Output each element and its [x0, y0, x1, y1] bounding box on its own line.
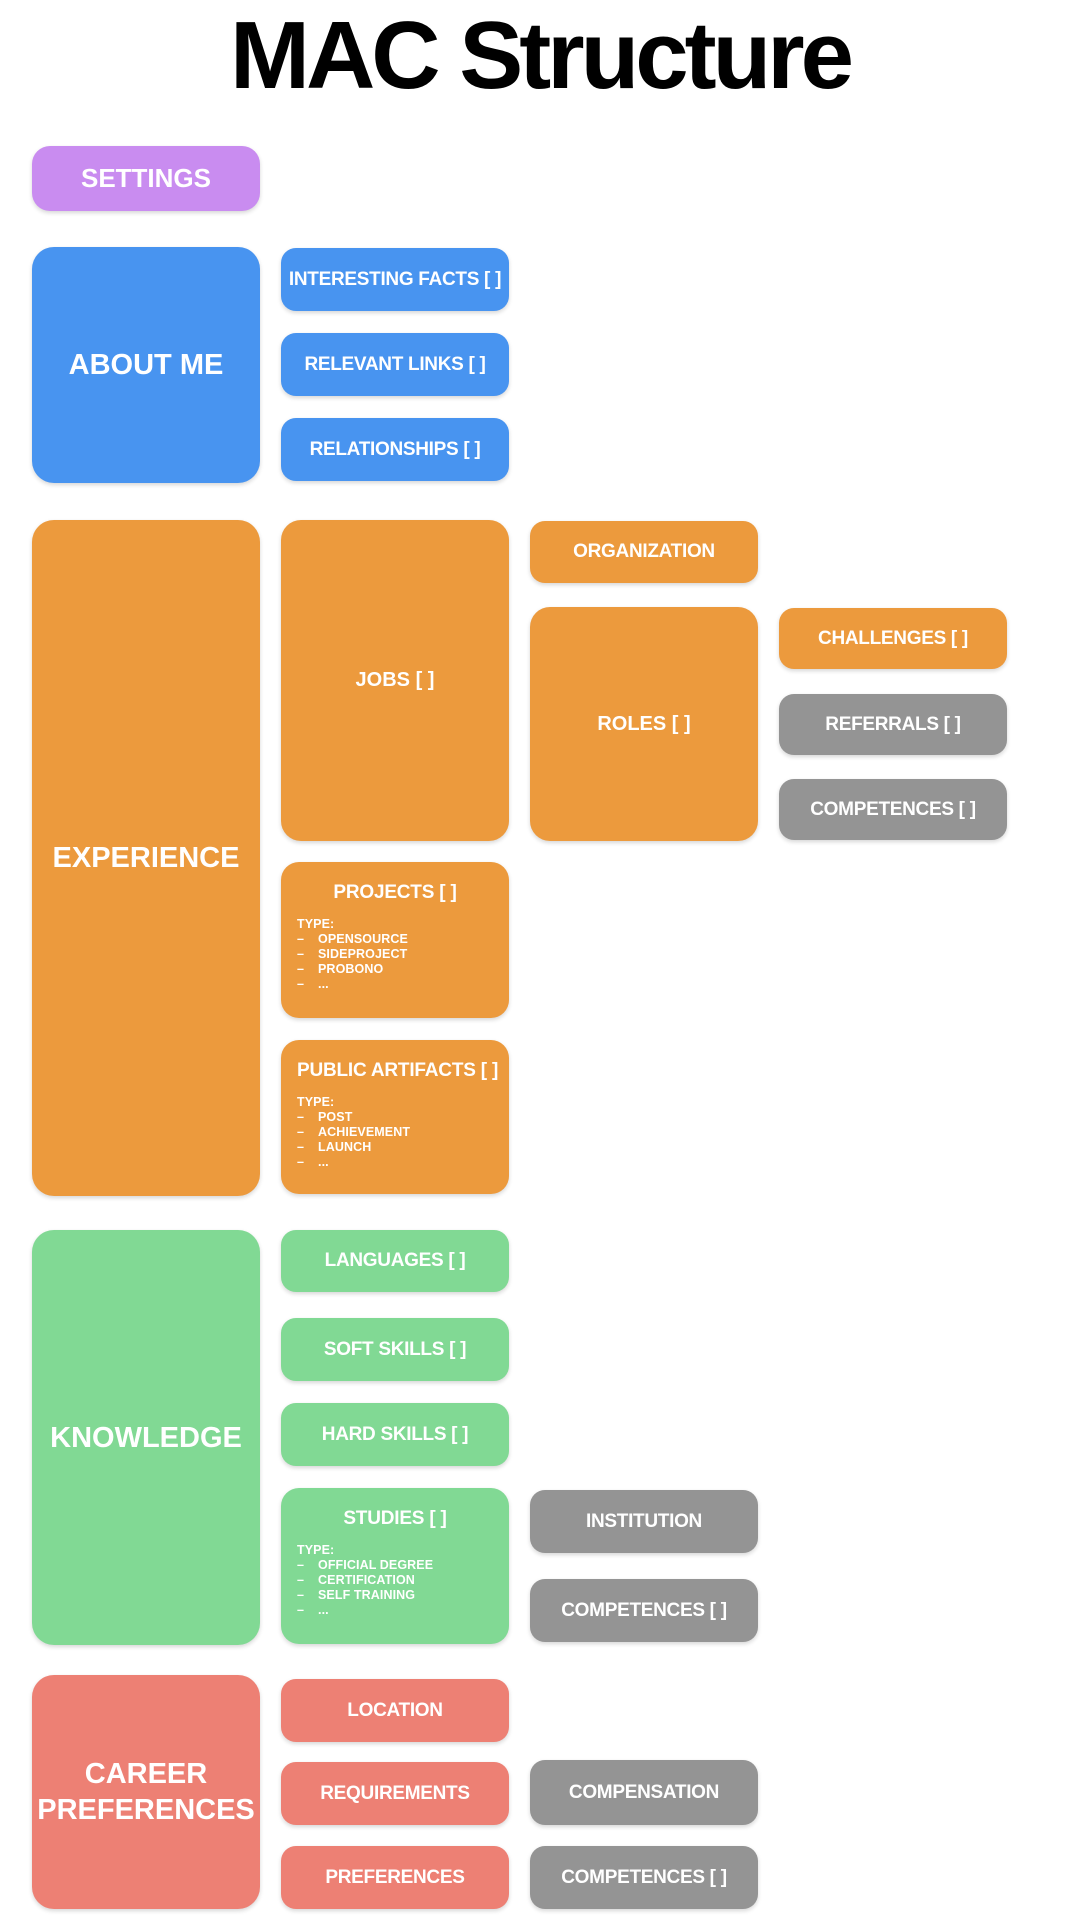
- type-label: TYPE:: [297, 1543, 335, 1557]
- node-public-artifacts-label: PUBLIC ARTIFACTS [ ]: [297, 1060, 499, 1081]
- node-projects-label: PROJECTS [ ]: [333, 882, 457, 903]
- node-preferences-label: PREFERENCES: [325, 1866, 465, 1888]
- node-soft-skills: SOFT SKILLS [ ]: [281, 1318, 509, 1381]
- node-requirements-label: REQUIREMENTS: [320, 1782, 470, 1804]
- type-label: TYPE:: [297, 1095, 335, 1109]
- type-label: TYPE:: [297, 917, 335, 931]
- node-location: LOCATION: [281, 1679, 509, 1742]
- node-studies-type-list: TYPE: OFFICIAL DEGREE CERTIFICATION SELF…: [297, 1543, 493, 1618]
- node-organization: ORGANIZATION: [530, 521, 758, 583]
- node-competences-career-label: COMPETENCES [ ]: [561, 1866, 727, 1888]
- node-institution: INSTITUTION: [530, 1490, 758, 1553]
- type-item: SIDEPROJECT: [297, 947, 493, 962]
- node-experience-label: EXPERIENCE: [52, 842, 240, 874]
- node-referrals-label: REFERRALS [ ]: [825, 713, 961, 735]
- type-item: SELF TRAINING: [297, 1588, 493, 1603]
- type-item: PROBONO: [297, 962, 493, 977]
- node-public-artifacts: PUBLIC ARTIFACTS [ ] TYPE: POST ACHIEVEM…: [281, 1040, 509, 1194]
- node-jobs-label: JOBS [ ]: [355, 669, 435, 691]
- type-item: ...: [297, 1155, 493, 1170]
- node-studies-label: STUDIES [ ]: [343, 1508, 447, 1529]
- node-career-preferences-label: CAREER PREFERENCES: [37, 1758, 255, 1826]
- node-settings: SETTINGS: [32, 146, 260, 211]
- node-about-me: ABOUT ME: [32, 247, 260, 483]
- node-soft-skills-label: SOFT SKILLS [ ]: [323, 1338, 467, 1360]
- node-languages: LANGUAGES [ ]: [281, 1230, 509, 1292]
- node-settings-label: SETTINGS: [80, 163, 211, 193]
- node-compensation: COMPENSATION: [530, 1760, 758, 1825]
- node-competences-studies-label: COMPETENCES [ ]: [561, 1599, 727, 1621]
- node-competences-roles-label: COMPETENCES [ ]: [810, 798, 976, 820]
- node-interesting-facts-label: INTERESTING FACTS [ ]: [288, 268, 502, 290]
- type-item: ACHIEVEMENT: [297, 1125, 493, 1140]
- node-roles: ROLES [ ]: [530, 607, 758, 841]
- type-item: CERTIFICATION: [297, 1573, 493, 1588]
- type-item: OFFICIAL DEGREE: [297, 1558, 493, 1573]
- type-item: LAUNCH: [297, 1140, 493, 1155]
- node-relevant-links: RELEVANT LINKS [ ]: [281, 333, 509, 396]
- node-relationships-label: RELATIONSHIPS [ ]: [309, 438, 481, 460]
- node-location-label: LOCATION: [347, 1699, 443, 1721]
- node-projects: PROJECTS [ ] TYPE: OPENSOURCE SIDEPROJEC…: [281, 862, 509, 1018]
- node-roles-label: ROLES [ ]: [597, 712, 691, 735]
- node-challenges-label: CHALLENGES [ ]: [818, 627, 968, 649]
- node-competences-roles: COMPETENCES [ ]: [779, 779, 1007, 840]
- node-public-artifacts-type-list: TYPE: POST ACHIEVEMENT LAUNCH ...: [297, 1095, 493, 1170]
- type-item: ...: [297, 977, 493, 992]
- node-relevant-links-label: RELEVANT LINKS [ ]: [304, 353, 486, 375]
- type-item: OPENSOURCE: [297, 932, 493, 947]
- node-knowledge-label: KNOWLEDGE: [50, 1421, 242, 1454]
- node-relationships: RELATIONSHIPS [ ]: [281, 418, 509, 481]
- node-career-preferences: CAREER PREFERENCES: [32, 1675, 260, 1909]
- node-challenges: CHALLENGES [ ]: [779, 608, 1007, 669]
- node-hard-skills-label: HARD SKILLS [ ]: [321, 1423, 469, 1445]
- page-title: MAC Structure: [229, 2, 854, 109]
- node-requirements: REQUIREMENTS: [281, 1762, 509, 1825]
- type-item: ...: [297, 1603, 493, 1618]
- node-organization-label: ORGANIZATION: [573, 541, 715, 562]
- node-compensation-label: COMPENSATION: [568, 1781, 720, 1803]
- node-hard-skills: HARD SKILLS [ ]: [281, 1403, 509, 1466]
- node-interesting-facts: INTERESTING FACTS [ ]: [281, 248, 509, 311]
- node-preferences: PREFERENCES: [281, 1846, 509, 1909]
- node-about-me-label: ABOUT ME: [68, 349, 224, 381]
- node-jobs: JOBS [ ]: [281, 520, 509, 841]
- type-item: POST: [297, 1110, 493, 1125]
- node-competences-career: COMPETENCES [ ]: [530, 1846, 758, 1909]
- node-projects-type-list: TYPE: OPENSOURCE SIDEPROJECT PROBONO ...: [297, 917, 493, 992]
- node-experience: EXPERIENCE: [32, 520, 260, 1196]
- node-knowledge: KNOWLEDGE: [32, 1230, 260, 1645]
- node-studies: STUDIES [ ] TYPE: OFFICIAL DEGREE CERTIF…: [281, 1488, 509, 1644]
- node-competences-studies: COMPETENCES [ ]: [530, 1579, 758, 1642]
- node-languages-label: LANGUAGES [ ]: [324, 1250, 466, 1271]
- node-institution-label: INSTITUTION: [586, 1510, 702, 1532]
- node-referrals: REFERRALS [ ]: [779, 694, 1007, 755]
